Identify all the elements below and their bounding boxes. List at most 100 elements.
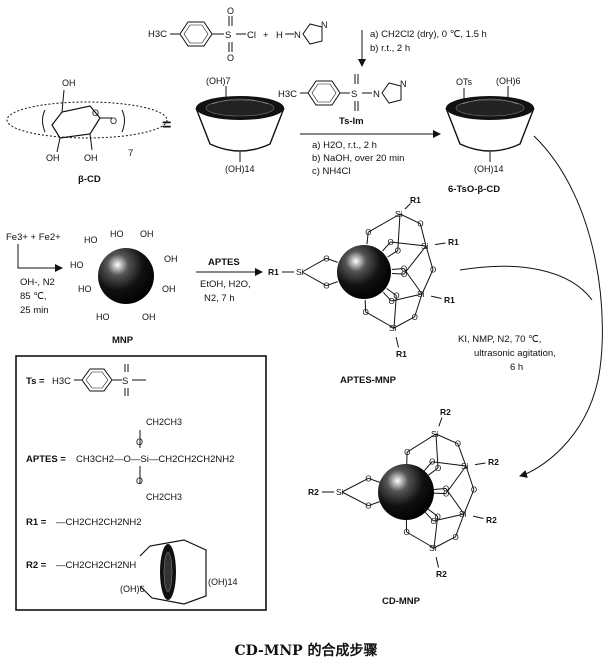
tscl-oxygen-top: O — [227, 6, 234, 16]
final-cond-1: KI, NMP, N2, 70 ℃, — [458, 334, 541, 345]
glucose-o: O — [92, 108, 99, 118]
silicon-atom: Si — [461, 461, 469, 471]
legend-aptes-label: APTES = — [26, 454, 66, 465]
si-o-core-bond — [433, 488, 446, 491]
si-o-si-bond — [414, 293, 423, 318]
si-o-core-bond — [326, 257, 338, 263]
si-o-core-bond — [326, 281, 338, 287]
silicon-atom: Si — [429, 543, 437, 553]
beta-cd-label: β-CD — [78, 174, 101, 185]
mnp-oh-9: OH — [142, 312, 156, 322]
imidazole: H N N — [276, 20, 328, 45]
glucose-oh-left: OH — [46, 153, 60, 163]
legend-aptes-o-down: O — [136, 476, 143, 486]
silicon-atom: Si — [389, 323, 397, 333]
aptes-reagent: APTES — [208, 257, 240, 268]
iron-reactants: Fe3+ + Fe2+ — [6, 232, 61, 243]
si-o-bond — [341, 477, 369, 493]
oxygen-atom: O — [435, 512, 441, 521]
si-o-bond — [367, 213, 401, 233]
legend-r2-label: R2 = — [26, 560, 47, 571]
oxygen-atom: O — [443, 490, 449, 499]
cd-oh14: (OH)14 — [225, 164, 255, 174]
oxygen-atom: O — [365, 228, 371, 237]
r-group-label-left: R1 — [268, 267, 279, 277]
si-o-si-bond — [399, 213, 421, 225]
arrow-aptes-mnp-right — [459, 265, 593, 301]
bridge-oxygen: O — [417, 220, 423, 229]
silicon-atom: Si — [459, 509, 467, 519]
imidazole-h: H — [276, 30, 283, 41]
oxygen-atom: O — [429, 458, 435, 467]
oxygen-atom: O — [363, 308, 369, 317]
glucose-oh-top: OH — [62, 78, 76, 88]
oxygen-atom: O — [365, 502, 371, 511]
si-r-bond — [435, 556, 439, 568]
legend-ts-sulfur: S — [122, 376, 128, 387]
beta-cd-cone: (OH)7 (OH)14 — [195, 76, 285, 174]
si-o-bond — [403, 245, 427, 275]
si-o-bond — [406, 531, 435, 549]
final-cond-2: ultrasonic agitation, — [474, 348, 556, 359]
tso-oh6: (OH)6 — [496, 76, 521, 86]
bridge-oxygen: O — [452, 533, 458, 542]
oxygen-atom: O — [401, 265, 407, 274]
silicon-atom: Si — [431, 429, 439, 439]
si-o-bond — [397, 213, 401, 251]
r-group-label: R1 — [444, 295, 455, 305]
si-o-bond — [406, 433, 437, 453]
si-o-bond — [433, 516, 439, 549]
si-r-bond — [430, 295, 442, 299]
si-o-bond — [433, 513, 465, 522]
glucose-o-link: O — [110, 116, 117, 126]
si-o-bond — [390, 241, 427, 247]
figure-caption: CD-MNP 的合成步骤 — [234, 643, 378, 659]
r-group-label: R1 — [396, 349, 407, 359]
si-o-bond — [301, 271, 327, 287]
si-o-core-bond — [368, 501, 380, 507]
bridge-oxygen: O — [412, 313, 418, 322]
legend-ts-label: Ts = — [26, 376, 45, 387]
si-o-si-bond — [463, 489, 475, 515]
si-o-bond — [365, 311, 395, 329]
oxygen-atom: O — [365, 474, 371, 483]
tso-ots: OTs — [456, 77, 473, 87]
tscl-methyl: H3C — [148, 29, 167, 40]
legend-aptes-up: CH2CH3 — [146, 417, 182, 427]
mnp-oh-5: OH — [164, 254, 178, 264]
si-o-bond — [301, 257, 327, 273]
oxygen-atom: O — [389, 297, 395, 306]
silicon-atom: Si — [395, 209, 403, 219]
legend-r1-label: R1 = — [26, 517, 47, 528]
si-o-si-bond — [425, 245, 434, 270]
mnp-oh-8: HO — [96, 312, 110, 322]
mnp-particle: HO HO OH HO OH HO OH HO OH — [70, 229, 178, 322]
legend-aptes-down: CH2CH3 — [146, 492, 182, 502]
tsim-n: N — [373, 89, 380, 100]
legend-r2-oh6: (OH)6 — [120, 584, 145, 594]
cd-oh7: (OH)7 — [206, 76, 231, 86]
oxygen-atom: O — [443, 485, 449, 494]
oxygen-atom: O — [404, 528, 410, 537]
glucose-repeat: 7 — [128, 148, 133, 159]
si-o-si-bond — [393, 316, 415, 329]
aptes-cond-1: EtOH, H2O, — [200, 279, 251, 290]
tosyl-chloride: H3C S O O Cl — [148, 6, 256, 63]
bridge-oxygen: O — [430, 266, 436, 275]
si-o-core-bond — [427, 508, 438, 517]
mnp-oh-4: HO — [70, 260, 84, 270]
oxygen-atom: O — [323, 282, 329, 291]
oxygen-atom: O — [395, 247, 401, 256]
mnp-core — [98, 248, 154, 304]
r-group-label: R1 — [410, 195, 421, 205]
legend-ts-methyl: H3C — [52, 376, 71, 387]
mnp-oh-3: OH — [140, 229, 154, 239]
cond-cd-b: b) NaOH, over 20 min — [312, 153, 404, 164]
legend-box: Ts = H3C S CH2CH3 O APTES = CH3CH2—O—Si—… — [15, 355, 267, 611]
legend-r2-formula: —CH2CH2CH2NH — [56, 560, 136, 571]
bridge-oxygen: O — [455, 440, 461, 449]
imidazole-n: N — [294, 30, 301, 41]
iron-cond-2: 85 ℃, — [20, 291, 47, 302]
si-r-bond — [472, 515, 484, 519]
